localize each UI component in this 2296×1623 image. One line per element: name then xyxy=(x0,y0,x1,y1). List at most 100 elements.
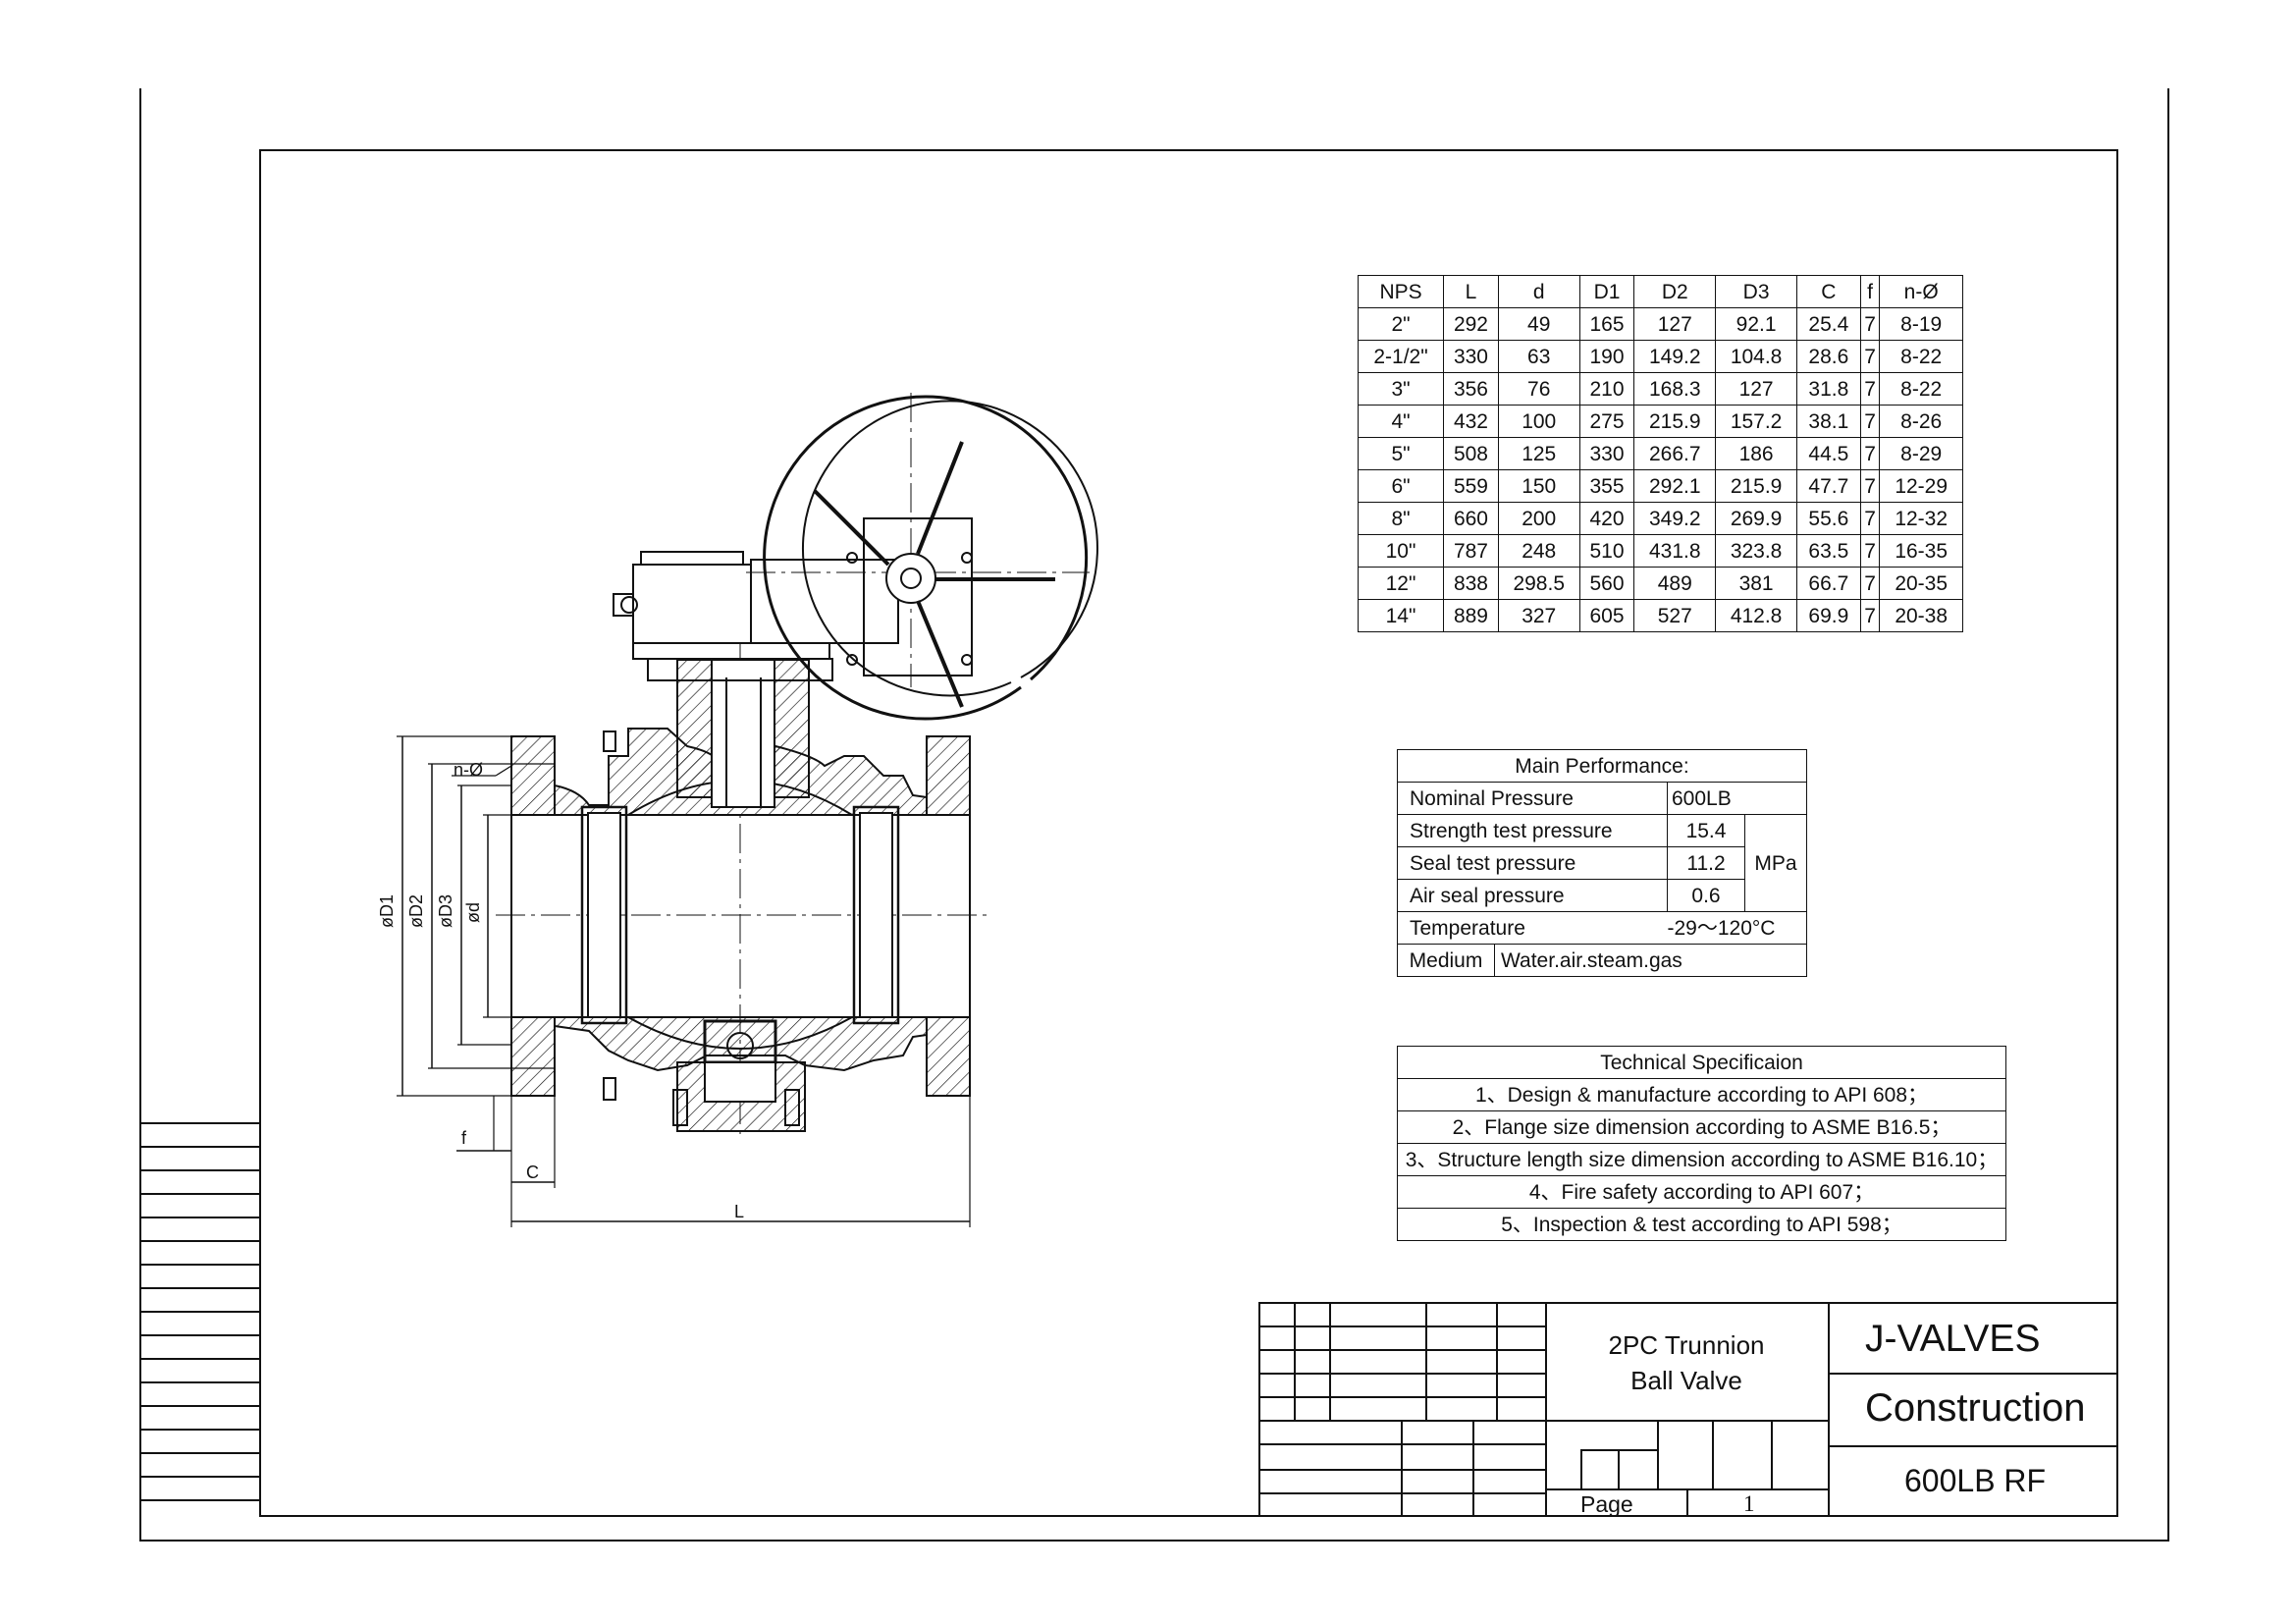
table-cell: 92.1 xyxy=(1715,307,1797,341)
table-cell: 6" xyxy=(1357,469,1445,503)
header-cell: D2 xyxy=(1633,275,1717,308)
table-cell: 157.2 xyxy=(1715,405,1797,438)
table-cell: 559 xyxy=(1443,469,1499,503)
table-cell: 7 xyxy=(1859,437,1881,470)
table-cell: 7 xyxy=(1859,405,1881,438)
table-cell: 69.9 xyxy=(1796,599,1861,632)
label-d1: øD1 xyxy=(377,894,397,928)
table-cell: 104.8 xyxy=(1715,340,1797,373)
table-cell: 20-35 xyxy=(1879,567,1963,600)
table-cell: 168.3 xyxy=(1633,372,1717,406)
spec-item: 1、Design & manufacture according to API … xyxy=(1397,1078,2006,1111)
table-cell: 560 xyxy=(1578,567,1635,600)
label-d: ød xyxy=(463,902,483,923)
table-cell: 12-32 xyxy=(1879,502,1963,535)
revision-strip xyxy=(139,1122,260,1523)
table-cell: 489 xyxy=(1633,567,1717,600)
table-cell: 5" xyxy=(1357,437,1445,470)
table-cell: 275 xyxy=(1578,405,1635,438)
table-cell: 63.5 xyxy=(1796,534,1861,568)
performance-title: Main Performance: xyxy=(1397,749,1807,783)
specification-table: Technical Specificaion 1、Design & manufa… xyxy=(1397,1046,2006,1241)
pressure-unit: MPa xyxy=(1744,814,1807,912)
table-cell: 210 xyxy=(1578,372,1635,406)
table-cell: 7 xyxy=(1859,307,1881,341)
drawing-type: Construction xyxy=(1865,1386,2086,1430)
header-cell: n-Ø xyxy=(1879,275,1963,308)
table-cell: 292.1 xyxy=(1633,469,1717,503)
table-cell: 127 xyxy=(1715,372,1797,406)
table-cell: 8-22 xyxy=(1879,340,1963,373)
table-cell: 7 xyxy=(1859,340,1881,373)
table-cell: 12-29 xyxy=(1879,469,1963,503)
table-cell: 7 xyxy=(1859,502,1881,535)
outer-frame-right xyxy=(2167,88,2169,1542)
table-cell: 510 xyxy=(1578,534,1635,568)
table-cell: 186 xyxy=(1715,437,1797,470)
table-cell: 330 xyxy=(1578,437,1635,470)
specification-title: Technical Specificaion xyxy=(1397,1046,2006,1079)
table-cell: 787 xyxy=(1443,534,1499,568)
table-cell: 20-38 xyxy=(1879,599,1963,632)
table-cell: 266.7 xyxy=(1633,437,1717,470)
table-cell: 269.9 xyxy=(1715,502,1797,535)
header-cell: D1 xyxy=(1578,275,1635,308)
table-header-row: NPS L d D1 D2 D3 C f n-Ø xyxy=(1357,275,1963,308)
air-pressure-label: Air seal pressure xyxy=(1397,879,1668,912)
table-cell: 412.8 xyxy=(1715,599,1797,632)
product-name: 2PC Trunnion Ball Valve xyxy=(1545,1327,1828,1399)
table-cell: 66.7 xyxy=(1796,567,1861,600)
label-d3: øD3 xyxy=(436,894,455,928)
table-cell: 215.9 xyxy=(1633,405,1717,438)
medium-label: Medium xyxy=(1398,945,1495,976)
temperature-label: Temperature xyxy=(1397,911,1668,945)
label-c: C xyxy=(526,1163,539,1182)
table-cell: 420 xyxy=(1578,502,1635,535)
table-cell: 55.6 xyxy=(1796,502,1861,535)
table-cell: 381 xyxy=(1715,567,1797,600)
medium-value: Water.air.steam.gas xyxy=(1501,948,1682,972)
table-cell: 327 xyxy=(1497,599,1580,632)
table-cell: 527 xyxy=(1633,599,1717,632)
table-cell: 508 xyxy=(1443,437,1499,470)
table-cell: 149.2 xyxy=(1633,340,1717,373)
label-d2: øD2 xyxy=(406,894,426,928)
label-f: f xyxy=(461,1128,467,1148)
table-cell: 8-22 xyxy=(1879,372,1963,406)
outer-frame-bottom xyxy=(139,1540,2169,1542)
table-cell: 28.6 xyxy=(1796,340,1861,373)
table-cell: 2-1/2" xyxy=(1357,340,1445,373)
table-cell: 431.8 xyxy=(1633,534,1717,568)
drawing-frame xyxy=(259,149,2118,1517)
table-cell: 889 xyxy=(1443,599,1499,632)
label-n-phi: n-Ø xyxy=(454,760,483,780)
nominal-pressure-value: 600LB xyxy=(1667,782,1807,815)
table-cell: 323.8 xyxy=(1715,534,1797,568)
table-cell: 125 xyxy=(1497,437,1580,470)
table-cell: 432 xyxy=(1443,405,1499,438)
header-cell: C xyxy=(1796,275,1861,308)
table-cell: 3" xyxy=(1357,372,1445,406)
strength-pressure-label: Strength test pressure xyxy=(1397,814,1668,847)
table-cell: 49 xyxy=(1497,307,1580,341)
table-cell: 165 xyxy=(1578,307,1635,341)
spec-item: 3、Structure length size dimension accord… xyxy=(1397,1143,2006,1176)
spec-item: 5、Inspection & test according to API 598… xyxy=(1397,1208,2006,1241)
table-cell: 356 xyxy=(1443,372,1499,406)
table-cell: 47.7 xyxy=(1796,469,1861,503)
model-number: 600LB RF xyxy=(1904,1463,2047,1498)
table-cell: 31.8 xyxy=(1796,372,1861,406)
seal-pressure-value: 11.2 xyxy=(1667,846,1745,880)
table-cell: 7 xyxy=(1859,534,1881,568)
table-cell: 8" xyxy=(1357,502,1445,535)
table-cell: 605 xyxy=(1578,599,1635,632)
table-cell: 4" xyxy=(1357,405,1445,438)
table-cell: 2" xyxy=(1357,307,1445,341)
